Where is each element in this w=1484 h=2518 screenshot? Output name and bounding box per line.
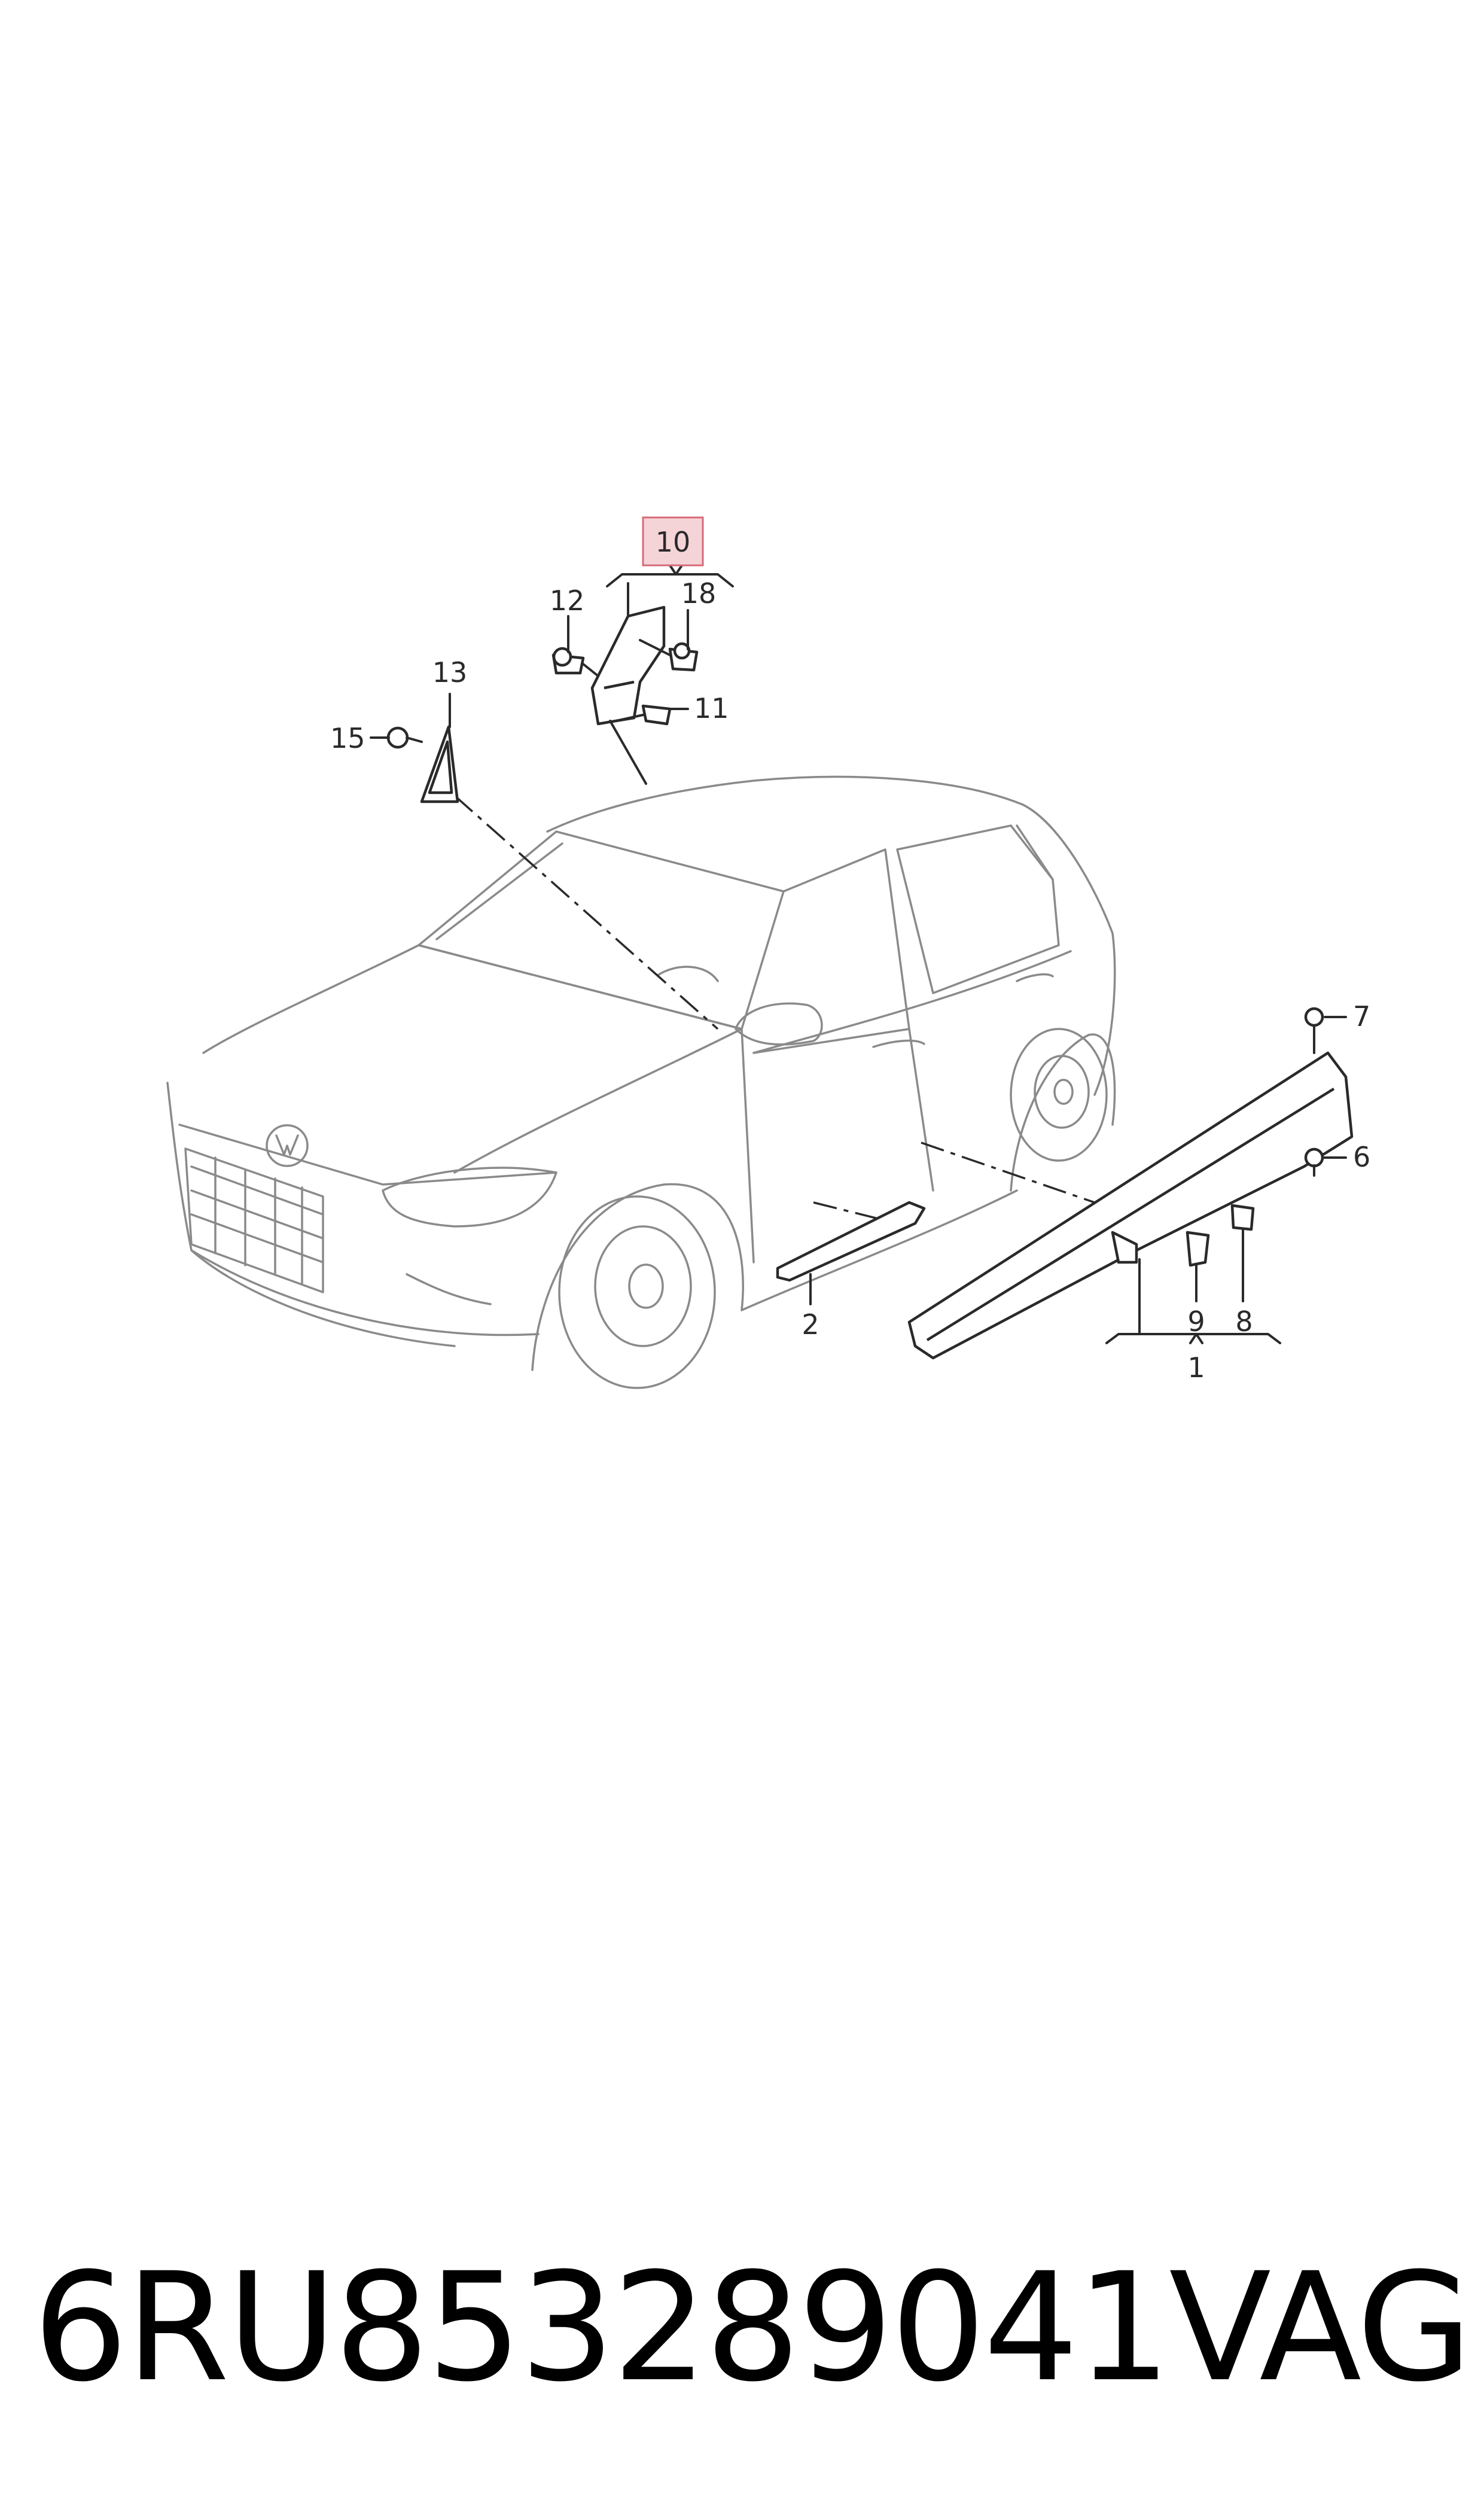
clip-part-9 [1186,1231,1210,1267]
callout-10[interactable]: 10 [656,526,691,558]
car-illustration [166,775,1116,1389]
callout-8[interactable]: 8 [1235,1305,1253,1338]
sill-trim-strip-part [776,1201,926,1282]
leader-dashed-lines [453,794,1095,1222]
callout-11[interactable]: 11 [694,692,729,724]
callout-18[interactable]: 18 [681,577,717,610]
callout-1[interactable]: 1 [1187,1351,1205,1384]
callout-15[interactable]: 15 [330,722,365,754]
sill-panel-part [907,1051,1354,1360]
clip-part-18 [668,642,699,672]
clip-part-12 [551,647,585,675]
clip-part-6 [1304,1147,1324,1177]
callout-2[interactable]: 2 [802,1308,819,1341]
footer-caption: 6RU853289041 VAG [33,2237,1473,2417]
callout-7[interactable]: 7 [1353,1000,1370,1033]
triangle-trim-part [420,725,459,803]
brand-name: VAG [1169,2240,1472,2415]
screw-part-7 [1304,1007,1324,1054]
pillar-trim-part [590,605,666,726]
callout-9[interactable]: 9 [1187,1305,1205,1338]
parts-diagram: 10 12 18 11 13 15 2 7 6 9 8 1 [166,516,1370,1389]
callout-6[interactable]: 6 [1353,1141,1370,1173]
callout-12[interactable]: 12 [550,584,585,617]
callout-leader-lines [370,564,1347,1344]
clip-part-8 [1230,1204,1255,1231]
callout-13[interactable]: 13 [432,656,468,689]
bolt-part-15 [386,726,423,749]
callout-labels: 10 12 18 11 13 15 2 7 6 9 8 1 [330,516,1370,1384]
callout-10-highlight [642,516,704,567]
clip-part-11 [641,704,672,726]
part-number: 6RU853289041 [33,2240,1171,2415]
